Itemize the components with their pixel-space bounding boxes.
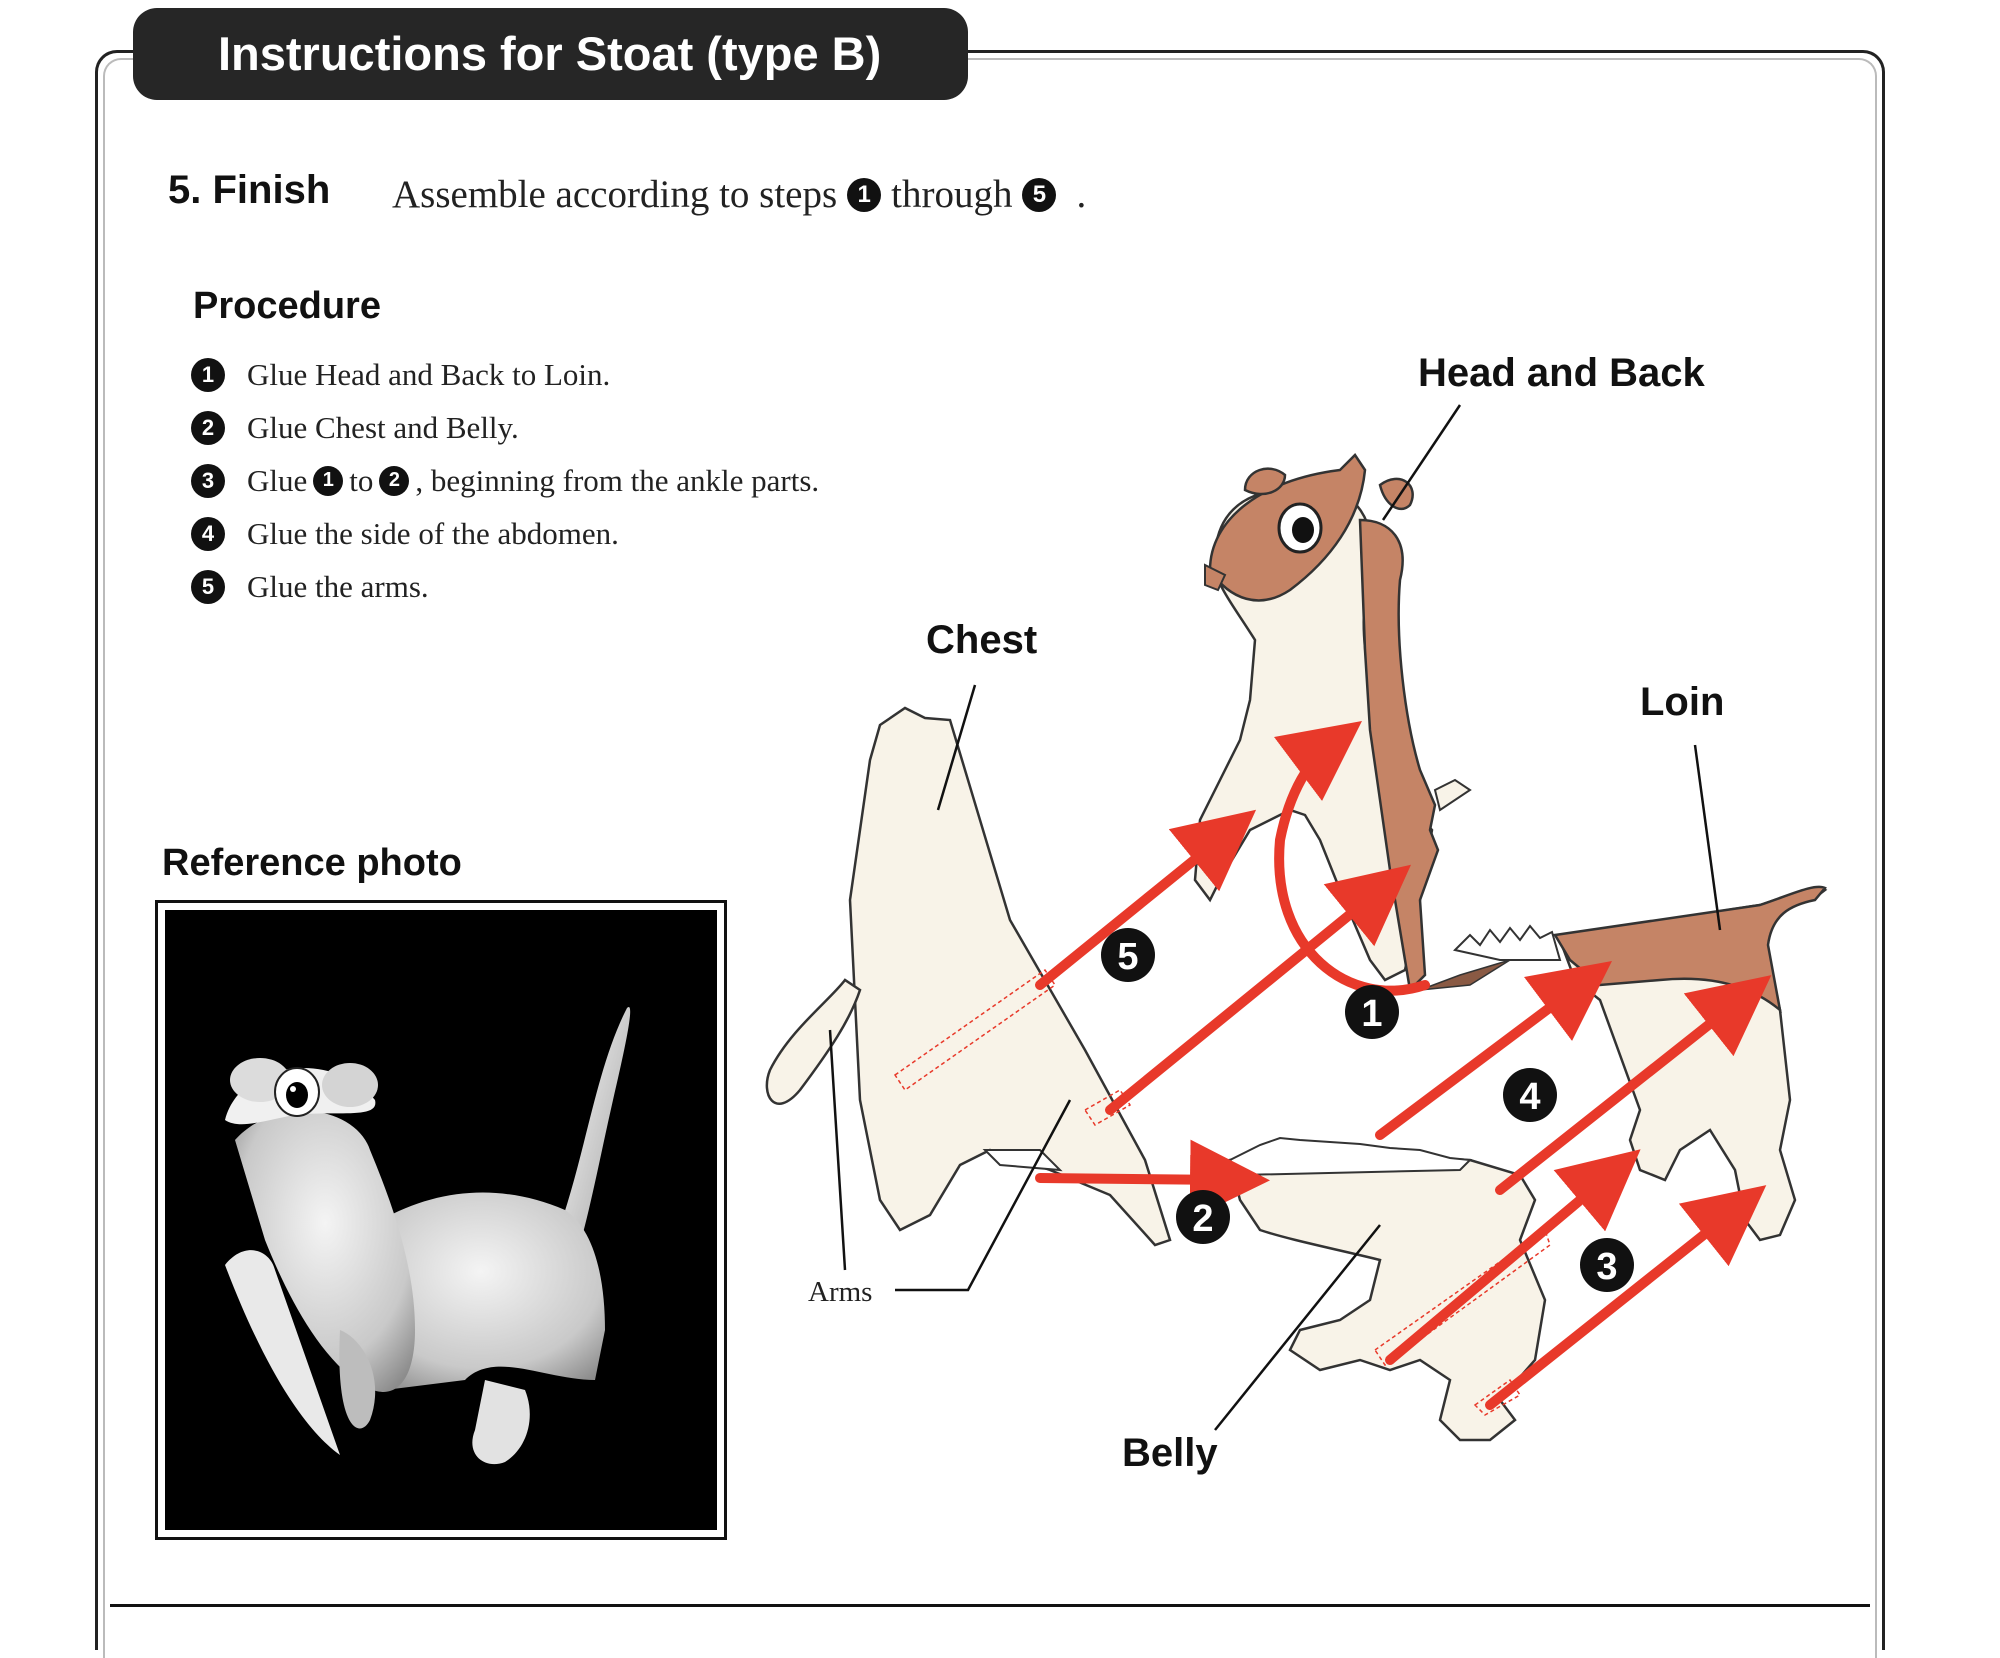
arrow-step-2 xyxy=(1035,1139,1270,1220)
procedure-item: 3 Glue 1 to 2 , beginning from the ankle… xyxy=(191,454,819,507)
page-frame-inner xyxy=(103,58,1877,1658)
procedure-item: 2 Glue Chest and Belly. xyxy=(191,401,819,454)
procedure-item-text: Glue the side of the abdomen. xyxy=(247,515,619,551)
page-frame xyxy=(95,50,1885,1650)
step-badge-4: 4 xyxy=(1503,1068,1557,1122)
label-arms: Arms xyxy=(808,1276,872,1308)
page-title: Instructions for Stoat (type B) xyxy=(133,8,968,100)
step-number-badge: 5 xyxy=(191,569,225,604)
step-badge-number: 4 xyxy=(1519,1076,1540,1118)
procedure-item-text: Glue Head and Back to Loin. xyxy=(247,356,611,392)
reference-photo-title: Reference photo xyxy=(162,842,462,884)
assembly-diagram: Head and Back Chest Loin Belly Arms 1 2 … xyxy=(765,351,1828,1475)
label-head-and-back: Head and Back xyxy=(1418,351,1706,395)
label-chest: Chest xyxy=(926,618,1037,662)
loin-teeth xyxy=(1453,924,1562,961)
step-number-badge: 4 xyxy=(191,516,225,551)
head-nose xyxy=(1204,563,1227,592)
reference-photo xyxy=(155,900,727,1540)
step-number-badge: 1 xyxy=(191,357,225,392)
step-number-badge: 3 xyxy=(191,463,225,498)
belly-teeth xyxy=(1228,1136,1473,1177)
procedure-item-text: Glue the arms. xyxy=(247,568,429,604)
step-number-badge: 1 xyxy=(847,177,882,212)
step-number-badge: 5 xyxy=(1022,177,1057,212)
leader-lines xyxy=(828,404,1722,1431)
step-badge-3: 3 xyxy=(1580,1238,1634,1292)
step-description: Assemble according to steps 1 through 5 … xyxy=(392,172,1086,217)
procedure-item-text: Glue Chest and Belly. xyxy=(247,409,519,445)
procedure-item: 5 Glue the arms. xyxy=(191,560,819,613)
arrow-step-3b xyxy=(1485,1185,1767,1410)
head-back-tab xyxy=(1433,778,1472,812)
step-reference-badge: 1 xyxy=(313,465,344,496)
step-heading: 5. Finish xyxy=(168,168,331,212)
step-desc-text: through xyxy=(891,173,1013,216)
reference-photo-image xyxy=(165,910,717,1530)
step-badge-number: 5 xyxy=(1117,936,1138,978)
procedure-item: 4 Glue the side of the abdomen. xyxy=(191,507,819,560)
loin-tab xyxy=(1419,959,1511,991)
step-desc-text: Assemble according to steps xyxy=(392,173,838,216)
step-badge-number: 2 xyxy=(1192,1198,1213,1240)
arrow-step-4a xyxy=(1375,961,1612,1140)
procedure-list: 1 Glue Head and Back to Loin. 2 Glue Che… xyxy=(191,348,819,613)
paper-stoat-photo xyxy=(165,910,717,1530)
bottom-rule xyxy=(110,1604,1870,1607)
label-loin: Loin xyxy=(1640,680,1724,724)
head-back-brown-strip xyxy=(1358,518,1440,993)
arrow-step-3a xyxy=(1385,1149,1641,1365)
step-desc-text: . xyxy=(1076,173,1087,216)
step-badge-5: 5 xyxy=(1101,928,1155,982)
arrow-step-5a xyxy=(1035,809,1257,990)
step-badge-number: 1 xyxy=(1361,993,1382,1035)
arrow-step-4b xyxy=(1495,975,1772,1195)
head-ear-left xyxy=(1243,467,1287,496)
head-pupil xyxy=(1292,517,1314,543)
step-number-badge: 2 xyxy=(191,410,225,445)
chest-arm-flap xyxy=(765,978,862,1105)
arrow-step-5b xyxy=(1105,864,1412,1115)
procedure-item-text: Glue xyxy=(247,462,308,498)
procedure-item: 1 Glue Head and Back to Loin. xyxy=(191,348,819,401)
step-badge-number: 3 xyxy=(1596,1246,1617,1288)
glue-guides xyxy=(893,968,1551,1416)
procedure-item-text: , beginning from the ankle parts. xyxy=(415,462,820,498)
label-belly: Belly xyxy=(1122,1431,1218,1475)
step-badge-1: 1 xyxy=(1345,985,1399,1039)
procedure-title: Procedure xyxy=(193,285,381,327)
procedure-item-text: to xyxy=(349,462,374,498)
step-badge-2: 2 xyxy=(1176,1190,1230,1244)
step-reference-badge: 2 xyxy=(379,465,410,496)
